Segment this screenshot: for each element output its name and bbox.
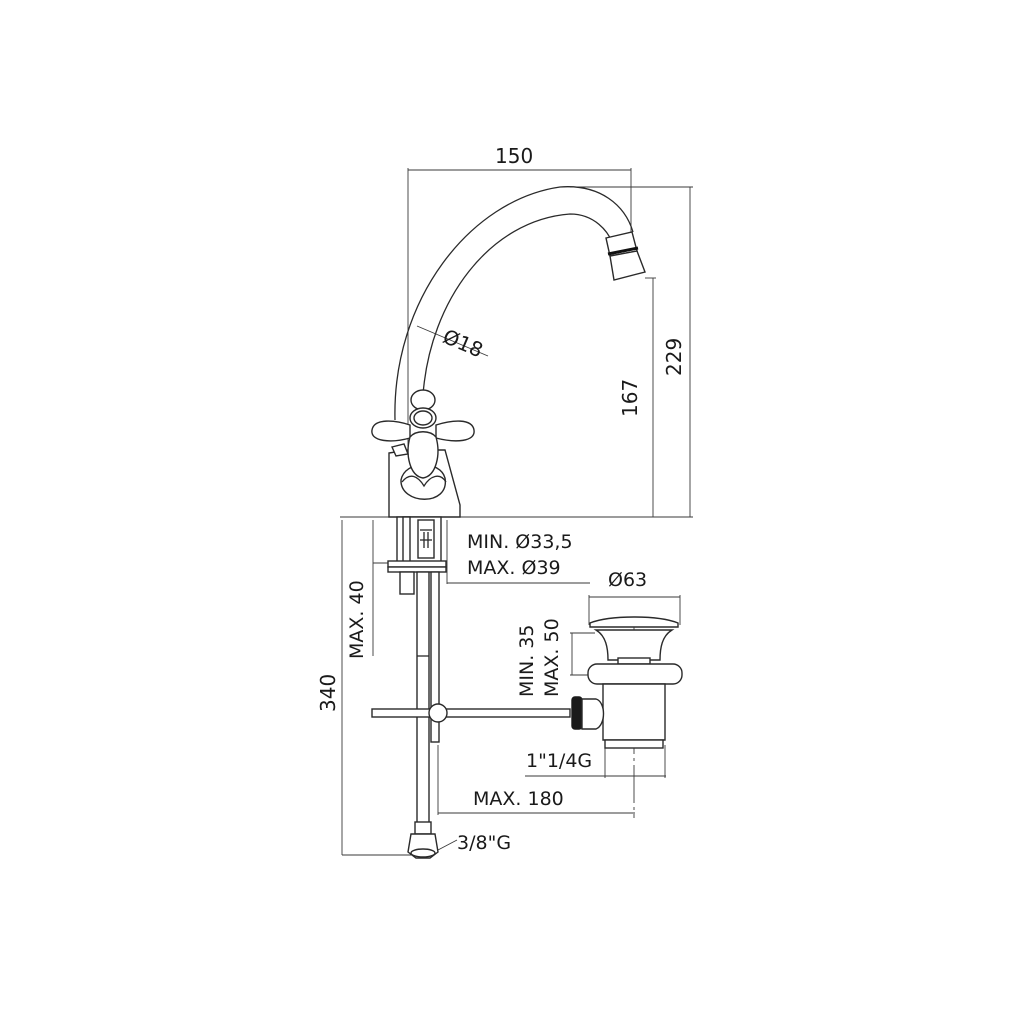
dimension-d63: [588, 595, 681, 625]
waste-fitting: [571, 616, 683, 749]
dimension-thread-waste: [525, 745, 666, 778]
cross-handle: [371, 389, 475, 479]
label-hole-min: MIN. Ø33,5: [467, 531, 573, 553]
shank: [387, 516, 447, 595]
label-outlet-height: 167: [618, 378, 642, 417]
dimension-167: [645, 277, 656, 517]
dimension-229: [570, 186, 693, 517]
popup-rod: [371, 703, 571, 723]
label-hole-max: MAX. Ø39: [467, 557, 561, 579]
label-waste-thread: 1"1/4G: [526, 750, 593, 772]
label-total-height: 229: [662, 337, 686, 376]
dimension-hole-leader: [446, 520, 590, 584]
dimension-d18-leader: [416, 325, 489, 357]
label-deck-thickness: MAX. 40: [346, 580, 368, 659]
hose-thread-leader: [437, 839, 458, 851]
dimension-max180: [437, 745, 635, 815]
flexible-hose: [407, 571, 440, 859]
dimension-340: [341, 520, 414, 856]
label-rod-reach: MAX. 180: [473, 788, 564, 810]
label-spout-reach: 150: [495, 144, 534, 168]
dimension-max40: [372, 520, 392, 656]
label-waste-min: MIN. 35: [516, 624, 538, 697]
faucet-body: [388, 449, 461, 518]
label-waste-diameter: Ø63: [608, 569, 648, 591]
label-hose-thread: 3/8"G: [457, 832, 512, 854]
spout: [394, 186, 646, 421]
label-hose-length: 340: [316, 673, 340, 712]
label-waste-max: MAX. 50: [541, 618, 563, 697]
